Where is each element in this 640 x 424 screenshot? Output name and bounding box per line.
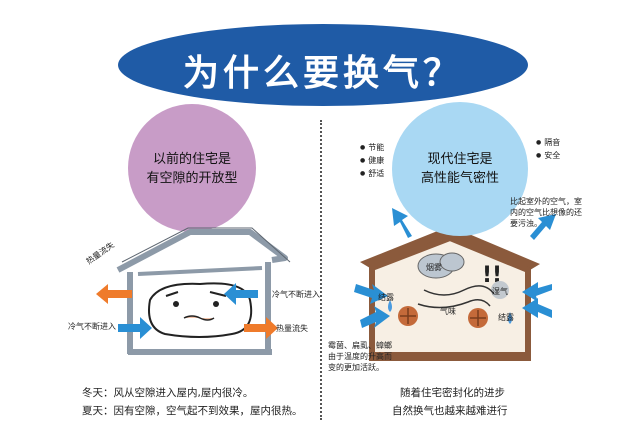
caption-summer: 夏天：因有空隙，空气起不到效果，屋内很热。 [82,405,303,417]
label-odor: 气味 [440,307,456,316]
mold-note: 霉菌、扁虱、蟑螂 由于温度的升高而 变的更加活跃。 [328,341,392,372]
feature-health: 健康 [360,155,384,166]
old-house-bubble [128,104,256,232]
new-house-bubble [392,102,528,236]
cold-face-icon [148,282,253,338]
feature-safety: 安全 [536,150,560,161]
caption-sealing: 随着住宅密封化的进步 [400,387,505,399]
new-house-bubble-text: 现代住宅是 高性能气密性 [420,152,499,186]
label-moisture: 湿气 [492,287,508,296]
indoor-air-note: 比起室外的空气，室 内的空气比想像的还 要污浊。 [510,197,582,228]
feature-energy: 节能 [360,142,384,153]
page-title: 为什么要换气？ [182,53,463,94]
label-dew-right: 结露 [498,313,514,322]
old-house-arrows [96,283,278,339]
center-divider [320,120,322,420]
caption-winter: 冬天：风从空隙进入屋内,屋内很冷。 [82,387,254,399]
new-house: !! [360,226,540,361]
feature-comfort: 舒适 [360,168,384,179]
caption-ventilation: 自然换气也越来越难进行 [392,405,508,417]
label-heat-loss-right: 热量流失 [276,324,308,333]
label-cold-in-right: 冷气不断进入 [272,290,320,299]
new-house-arrows [354,208,556,328]
label-cold-in-left: 冷气不断进入 [68,322,116,331]
feature-soundproof: 隔音 [536,137,560,148]
label-dew-left: 结露 [378,293,394,302]
old-house-bubble-text: 以前的住宅是 有空隙的开放型 [146,152,238,186]
title-banner [118,24,528,106]
label-smoke: 烟雾 [426,263,442,272]
